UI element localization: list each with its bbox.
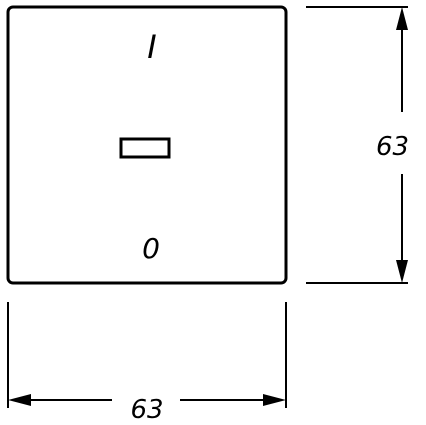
- on-symbol: I: [147, 28, 156, 66]
- width-label: 63: [130, 395, 163, 425]
- height-arrow-top: [396, 7, 408, 30]
- width-arrow-left: [8, 394, 31, 406]
- width-arrow-right: [263, 394, 286, 406]
- switch-plate-outline: [6, 5, 288, 285]
- height-arrow-bottom: [396, 260, 408, 283]
- height-label: 63: [376, 132, 409, 162]
- off-symbol: 0: [142, 232, 160, 265]
- indicator-window: [119, 137, 171, 159]
